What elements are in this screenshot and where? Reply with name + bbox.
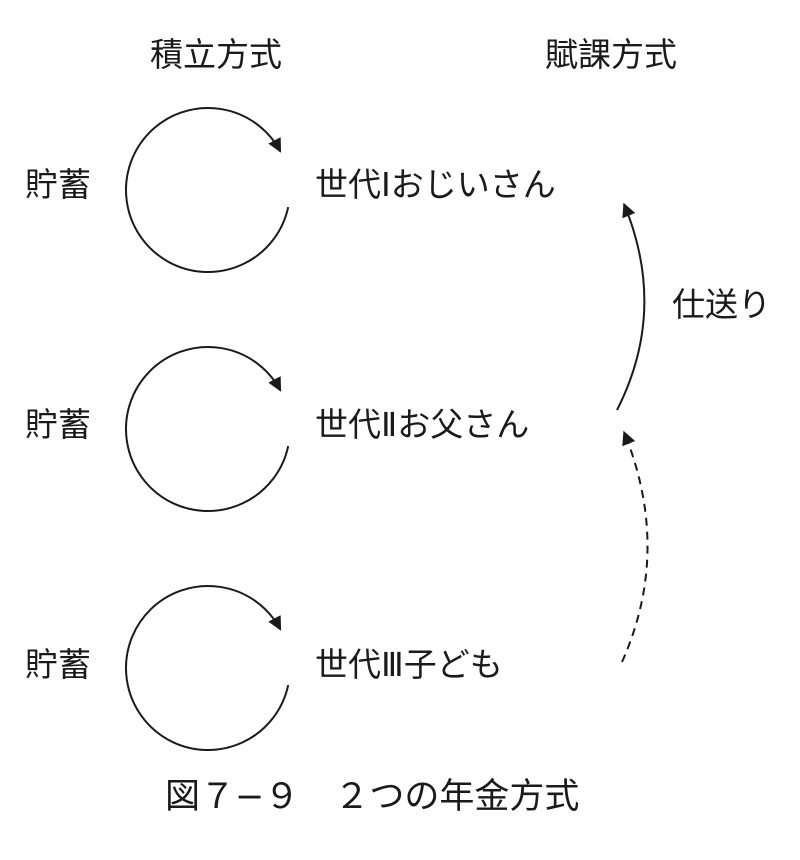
saving-cycle-arrow-1 [125, 107, 290, 273]
transfer-arrow-solid [616, 202, 646, 411]
generation-label-3: 世代Ⅲ子ども [315, 645, 503, 684]
saving-label-2: 貯蓄 [25, 405, 91, 444]
generation-label-1: 世代Ⅰおじいさん [315, 165, 556, 204]
transfer-arrow-dashed [621, 430, 649, 663]
saving-label-3: 貯蓄 [25, 645, 91, 684]
header-funded: 積立方式 [150, 35, 282, 74]
transfer-label: 仕送り [672, 285, 771, 324]
figure-caption: 図７−９ ２つの年金方式 [165, 777, 580, 817]
saving-label-1: 貯蓄 [25, 165, 91, 204]
saving-cycle-arrow-3 [125, 585, 290, 751]
saving-cycle-arrow-2 [125, 346, 290, 512]
generation-label-2: 世代Ⅱお父さん [315, 405, 530, 444]
header-payg: 賦課方式 [545, 35, 677, 74]
